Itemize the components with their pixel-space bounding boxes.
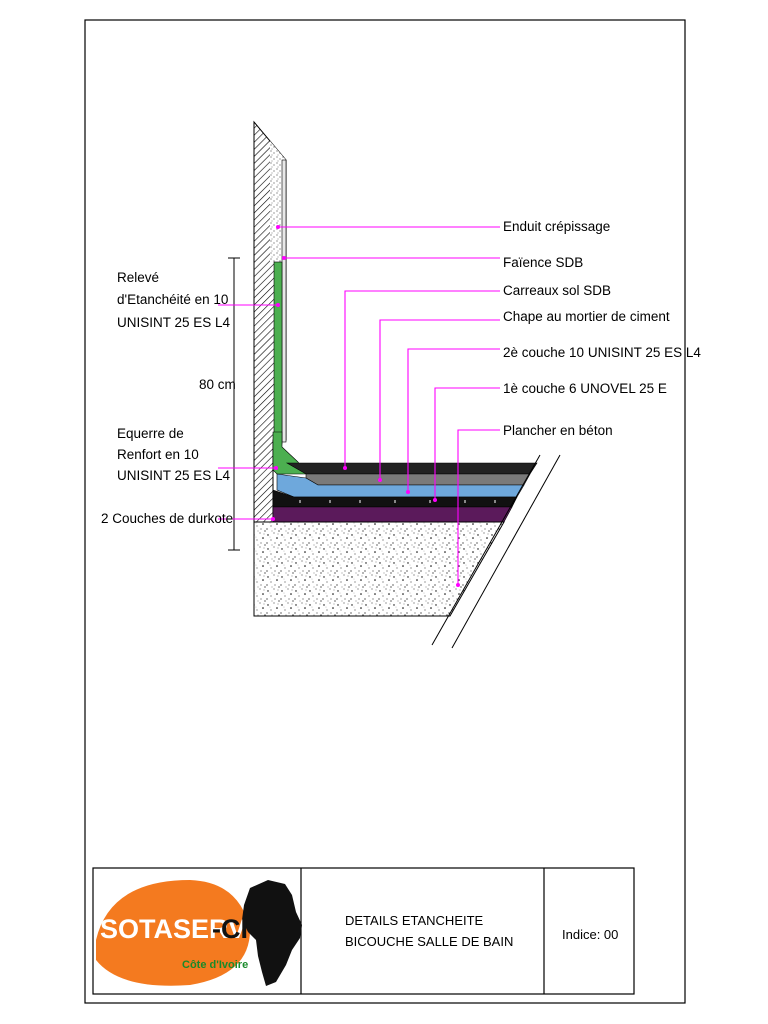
indice-label: Indice: 00 [562, 927, 618, 942]
label-plancher: Plancher en béton [503, 423, 613, 438]
label-equerre-3: UNISINT 25 ES L4 [117, 468, 231, 483]
label-releve-3: UNISINT 25 ES L4 [117, 315, 231, 330]
label-equerre-1: Equerre de [117, 426, 184, 441]
logo-text-main: SOTASERV [100, 914, 246, 944]
label-couche1: 1è couche 6 UNOVEL 25 E [503, 381, 667, 396]
drawing-title-line-2: BICOUCHE SALLE DE BAIN [345, 934, 513, 949]
logo-subtitle: Côte d'Ivoire [182, 959, 248, 971]
logo-text-ci: -CI [212, 914, 248, 944]
releve-membrane [273, 261, 283, 445]
break-line-1 [431, 454, 541, 646]
floor-membranes [272, 489, 518, 508]
label-durkote: 2 Couches de durkote [101, 511, 233, 526]
floor-chape [276, 473, 525, 498]
label-chape: Chape au mortier de ciment [503, 309, 670, 324]
membrane-ticks [299, 500, 496, 503]
label-releve-1: Relevé [117, 270, 159, 285]
label-carreaux: Carreaux sol SDB [503, 283, 611, 298]
break-line-2 [451, 454, 561, 649]
dimension-80cm [228, 257, 240, 551]
leader-lines [218, 226, 500, 585]
floor-durkote [272, 506, 513, 523]
concrete-slab [253, 521, 505, 617]
drawing-title-line-1: DETAILS ETANCHEITE [345, 913, 484, 928]
sheet-border [84, 19, 686, 1004]
africa-map-icon [242, 880, 302, 986]
company-logo: SOTASERV -CI Côte d'Ivoire [96, 871, 302, 991]
label-couche2: 2è couche 10 UNISINT 25 ES L4 [503, 345, 701, 360]
floor-tile-bed [305, 473, 531, 486]
wall-faience [281, 159, 287, 443]
label-equerre-2: Renfort en 10 [117, 447, 199, 462]
floor-tiles [285, 462, 538, 475]
logo-orange-swoosh [96, 880, 250, 986]
label-dimension: 80 cm [199, 377, 236, 392]
label-releve-2: d'Etanchéité en 10 [117, 292, 228, 307]
label-faience: Faïence SDB [503, 255, 583, 270]
leader-dots [271, 225, 460, 587]
label-enduit: Enduit crépissage [503, 219, 610, 234]
